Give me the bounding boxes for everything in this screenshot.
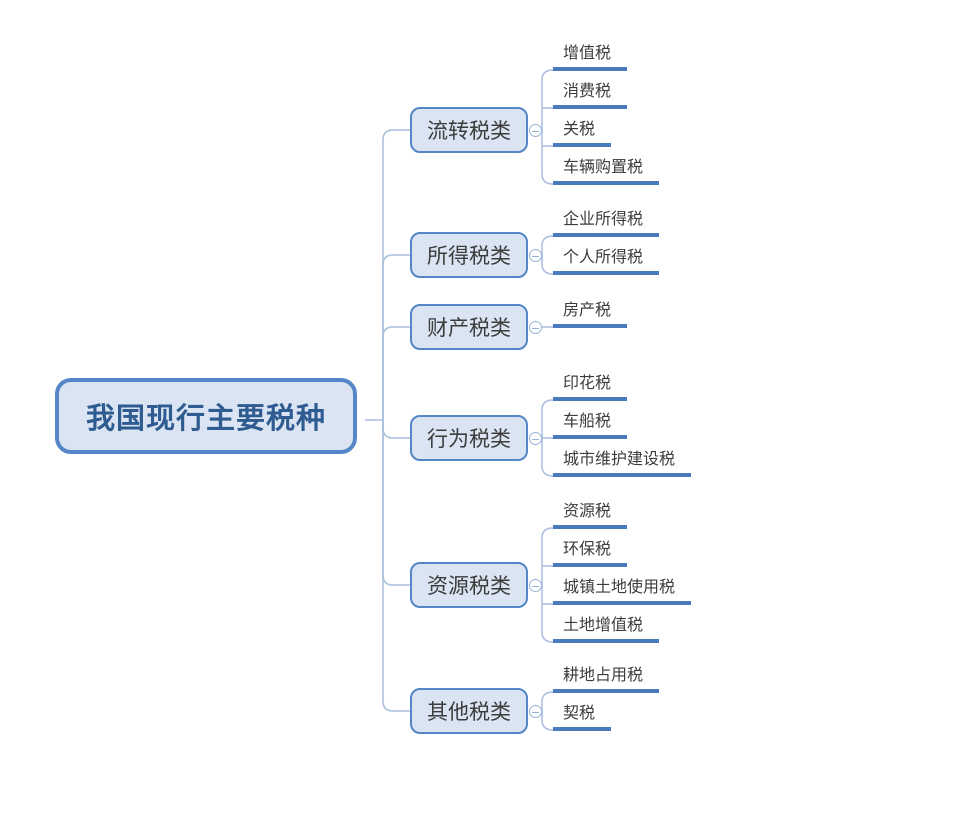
leaf-node[interactable]: 契税 [553, 703, 612, 731]
leaf-node[interactable]: 城市维护建设税 [553, 449, 692, 477]
leaf-connector [541, 69, 554, 185]
branch-node-4[interactable]: 行为税类 [410, 415, 528, 461]
branch-connector [382, 254, 410, 420]
leaf-connector [541, 399, 554, 477]
leaf-node[interactable]: 个人所得税 [553, 247, 660, 275]
branch-node-5[interactable]: 资源税类 [410, 562, 528, 608]
collapse-toggle-icon[interactable] [529, 705, 542, 718]
leaf-node[interactable]: 环保税 [553, 539, 628, 567]
leaf-node[interactable]: 土地增值税 [553, 615, 660, 643]
leaf-node[interactable]: 消费税 [553, 81, 628, 109]
branch-node-3[interactable]: 财产税类 [410, 304, 528, 350]
leaf-node[interactable]: 印花税 [553, 373, 628, 401]
leaf-node[interactable]: 耕地占用税 [553, 665, 660, 693]
branch-connector [382, 420, 410, 586]
collapse-toggle-icon[interactable] [529, 249, 542, 262]
root-topic[interactable]: 我国现行主要税种 [55, 378, 357, 454]
branch-node-6[interactable]: 其他税类 [410, 688, 528, 734]
branch-connector [382, 326, 410, 420]
collapse-toggle-icon[interactable] [529, 124, 542, 137]
branch-connector [382, 129, 410, 420]
leaf-connector [541, 691, 554, 731]
collapse-toggle-icon[interactable] [529, 321, 542, 334]
leaf-node[interactable]: 增值税 [553, 43, 628, 71]
branch-node-2[interactable]: 所得税类 [410, 232, 528, 278]
leaf-node[interactable]: 车船税 [553, 411, 628, 439]
leaf-connector [541, 235, 554, 275]
branch-connector [382, 420, 410, 439]
collapse-toggle-icon[interactable] [529, 432, 542, 445]
leaf-node[interactable]: 关税 [553, 119, 612, 147]
leaf-node[interactable]: 资源税 [553, 501, 628, 529]
leaf-connector [541, 527, 554, 643]
branch-connector [382, 420, 410, 712]
leaf-node[interactable]: 企业所得税 [553, 209, 660, 237]
leaf-node[interactable]: 房产税 [553, 300, 628, 328]
collapse-toggle-icon[interactable] [529, 579, 542, 592]
leaf-node[interactable]: 车辆购置税 [553, 157, 660, 185]
branch-node-1[interactable]: 流转税类 [410, 107, 528, 153]
leaf-node[interactable]: 城镇土地使用税 [553, 577, 692, 605]
